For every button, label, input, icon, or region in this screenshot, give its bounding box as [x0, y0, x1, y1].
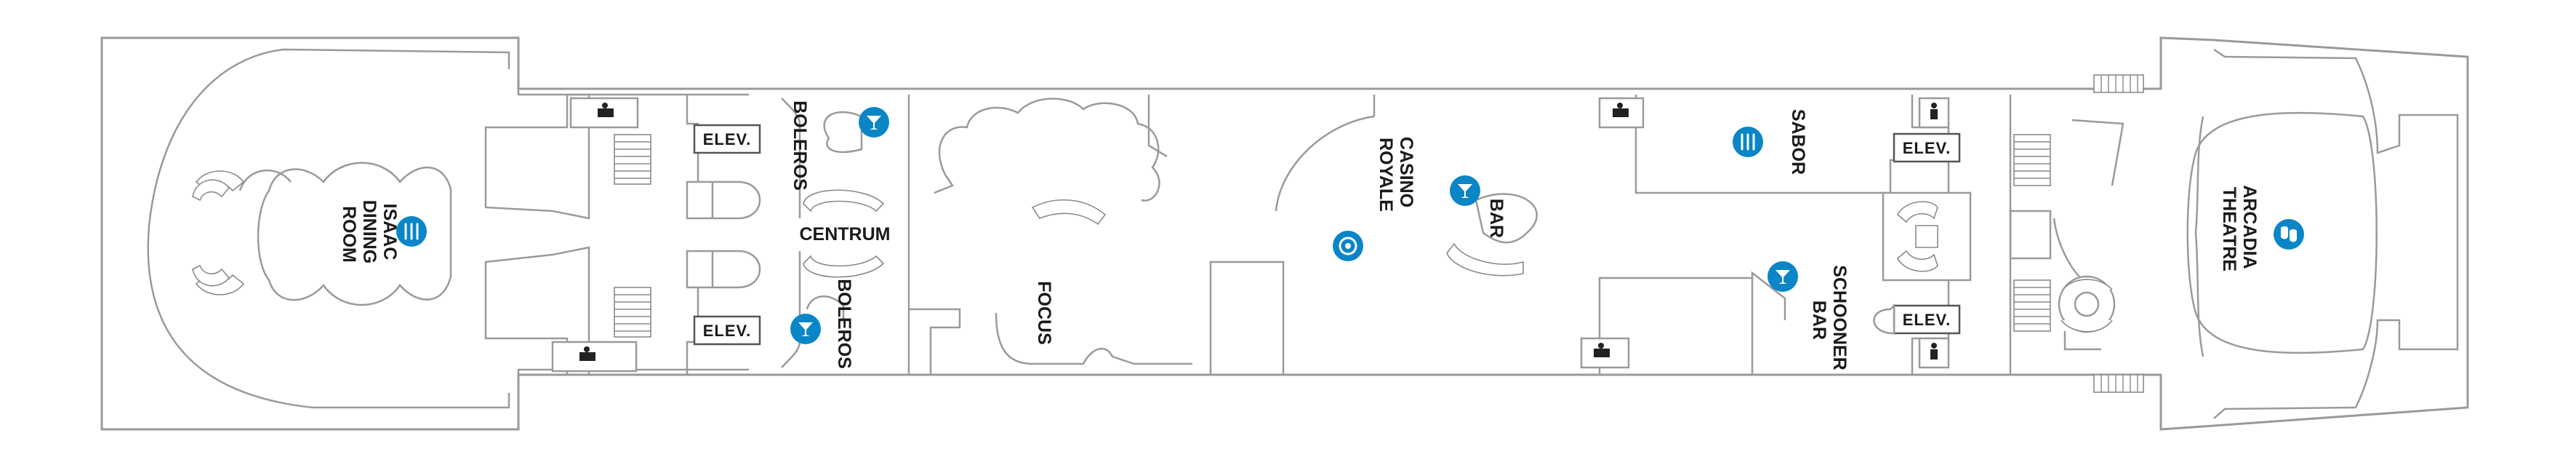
focus-label: FOCUS — [1034, 281, 1054, 345]
casino-royale-area: CASINO ROYALE — [1275, 95, 1416, 261]
sabor-label: SABOR — [1788, 109, 1808, 175]
restroom-icon — [1930, 103, 1938, 119]
restroom-icon — [1613, 103, 1629, 117]
spiral-stair-aft — [2058, 275, 2116, 333]
spiral-stair-top — [192, 170, 245, 202]
elevator-label-aft-bottom: ELEV. — [1893, 304, 1961, 335]
restroom-icon — [1594, 343, 1610, 357]
isaac-dining-room-label: ISAAC DINING ROOM — [339, 200, 400, 269]
arcadia-theatre-label: ARCADIA THEATRE — [2219, 185, 2260, 273]
cocktail-icon — [1450, 175, 1480, 206]
boleros-top: BOLEROS — [790, 100, 889, 191]
restroom-icon — [579, 346, 595, 361]
cocktail-icon — [790, 314, 821, 344]
forward-core — [484, 93, 651, 376]
dining-icon — [396, 216, 427, 247]
restroom-icon — [598, 103, 614, 117]
cocktail-icon — [859, 107, 889, 138]
spiral-stair-bottom — [192, 264, 245, 295]
elevator-label-aft-top: ELEV. — [1893, 132, 1961, 163]
hull-outline — [100, 36, 2469, 431]
centrum-label: CENTRUM — [800, 224, 891, 245]
centrum-area: CENTRUM — [800, 189, 891, 278]
isaac-dining-room-area: ISAAC DINING ROOM — [192, 162, 452, 306]
elevator-label-forward-top: ELEV. — [693, 124, 761, 154]
svg-text:ELEV.: ELEV. — [703, 130, 752, 148]
svg-text:ELEV.: ELEV. — [703, 322, 752, 340]
forward-elevator-lobby: ELEV. ELEV. — [686, 95, 863, 375]
bar-area: BAR — [1446, 175, 1538, 277]
theatre-masks-icon — [2274, 219, 2304, 250]
schooner-bar-area: SCHOONER BAR — [1580, 261, 1850, 375]
boleros-bottom-label: BOLEROS — [834, 279, 854, 369]
cocktail-icon — [1768, 261, 1798, 292]
svg-text:ELEV.: ELEV. — [1903, 311, 1951, 329]
elevator-label-forward-bottom: ELEV. — [693, 315, 761, 346]
casino-chip-icon — [1333, 231, 1363, 261]
bar-label: BAR — [1486, 199, 1506, 238]
restroom-icon — [1930, 343, 1938, 359]
arcadia-theatre-area: ARCADIA THEATRE — [2219, 185, 2304, 273]
svg-text:ELEV.: ELEV. — [1903, 139, 1951, 157]
dining-icon — [1733, 127, 1763, 157]
focus-area: FOCUS — [907, 95, 1285, 376]
boleros-bottom: BOLEROS — [790, 279, 854, 369]
aft-core: ELEV. ELEV. — [1873, 95, 2124, 375]
aft-stairs — [2093, 74, 2144, 393]
boleros-top-label: BOLEROS — [790, 100, 810, 191]
schooner-bar-label: SCHOONER BAR — [1809, 265, 1850, 375]
casino-royale-label: CASINO ROYALE — [1376, 137, 1416, 212]
